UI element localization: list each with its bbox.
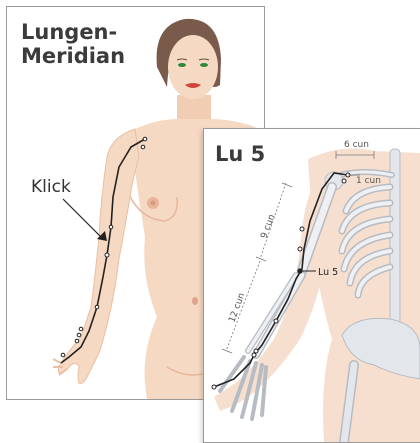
svg-text:6 cun: 6 cun: [344, 140, 369, 150]
lu5-point[interactable]: [297, 268, 302, 273]
left-eye: [178, 63, 186, 67]
klick-label[interactable]: Klick: [31, 177, 71, 197]
face: [168, 35, 218, 99]
right-eye: [200, 63, 208, 67]
card-title: Lu 5: [215, 143, 265, 167]
pointer-line: [63, 199, 103, 239]
svg-text:9 cun: 9 cun: [259, 213, 277, 240]
arm: [58, 129, 139, 383]
lu5-point-label: Lu 5: [318, 267, 338, 278]
navel: [192, 297, 198, 305]
title-line-1: Lungen-: [21, 21, 151, 45]
svg-text:12 cun: 12 cun: [227, 292, 247, 324]
measure-9-cun: 9 cun: [256, 183, 292, 261]
skeleton-illustration: Lu 5 6 cun 1 cun 9 cun 12 cun: [204, 129, 420, 442]
card-title: Lungen- Meridian: [21, 21, 151, 68]
svg-text:1 cun: 1 cun: [356, 176, 381, 186]
title-line-2: Meridian: [21, 45, 151, 69]
lu5-card: Lu 5 6 cun 1 cun 9 cun 12 cun Lu 5: [203, 128, 420, 443]
